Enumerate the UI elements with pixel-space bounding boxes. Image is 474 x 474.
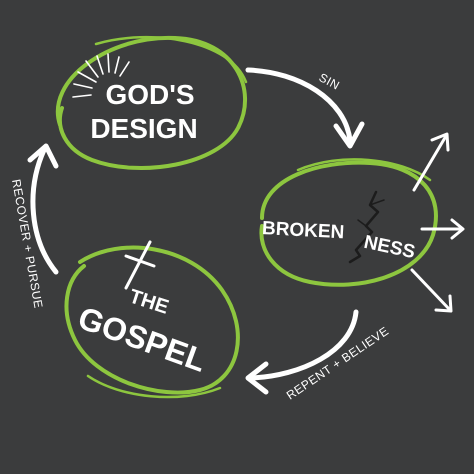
brokenness-outgoing-arrows <box>410 132 465 313</box>
gods-design-line1: GOD'S <box>105 79 194 110</box>
arrow-sin: SIN <box>245 67 365 149</box>
gods-design-ring-accent <box>94 35 248 84</box>
outgoing-arrow-up <box>412 132 450 192</box>
brokenness-ring <box>259 160 438 287</box>
crack-icon <box>348 190 380 264</box>
gospel-ring <box>64 245 240 395</box>
cross-icon <box>124 240 156 290</box>
arrow-recover: RECOVER + PURSUE <box>9 143 59 310</box>
arrow-recover-path <box>30 147 59 275</box>
gods-design-ring <box>55 35 248 170</box>
gospel-line1: THE <box>127 286 172 319</box>
arrow-repent-head <box>245 361 269 395</box>
arrow-sin-label: SIN <box>317 70 343 92</box>
outgoing-arrow-right <box>420 218 465 240</box>
brokenness-part2: NESS <box>362 232 417 263</box>
arrow-repent: REPENT + BELIEVE <box>245 309 391 403</box>
arrow-repent-label: REPENT + BELIEVE <box>284 324 391 403</box>
arrow-repent-path <box>249 309 359 381</box>
gods-design-line2: DESIGN <box>90 113 197 144</box>
node-gods-design: GOD'S DESIGN <box>55 35 248 170</box>
crack-branch <box>357 199 385 227</box>
gospel-ring-accent <box>86 374 222 399</box>
brokenness-part1: BROKEN <box>261 218 344 243</box>
arrow-recover-head <box>27 143 59 169</box>
node-brokenness: BROKEN NESS <box>259 158 438 287</box>
brokenness-ring-accent <box>296 158 432 182</box>
node-gospel: THE GOSPEL <box>64 240 240 399</box>
sunburst-icon <box>72 53 130 98</box>
outgoing-arrow-down <box>410 268 453 313</box>
arrow-sin-path <box>245 67 353 143</box>
arrow-sin-head <box>333 121 365 149</box>
